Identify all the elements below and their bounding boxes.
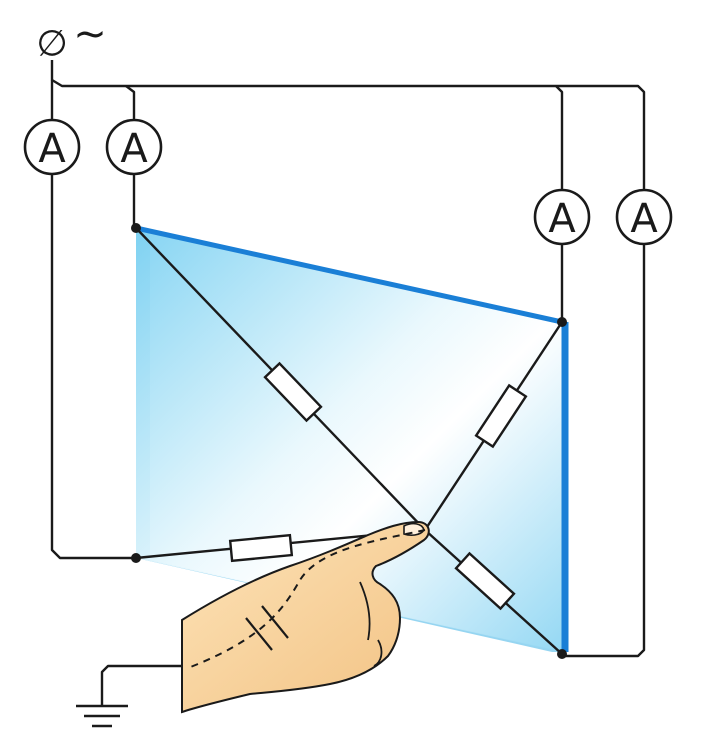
hand-finger-image (181, 520, 430, 714)
svg-text:A: A (120, 126, 148, 172)
body-path-dashed (187, 529, 426, 669)
node-top-right (557, 317, 567, 327)
resistor-bottom-right (454, 551, 516, 611)
outer-left-wire (50, 172, 136, 560)
node-bottom-right (557, 649, 567, 659)
capacitor-symbol (245, 605, 289, 651)
inner-right-supply-wire (555, 85, 564, 192)
panel-top-electrode (135, 225, 563, 325)
node-bottom-left (131, 553, 141, 563)
resistor-bottom-left (228, 533, 294, 563)
ammeter-inner-right: A (533, 188, 591, 246)
ac-symbol: ~ (73, 11, 107, 57)
svg-text:A: A (630, 196, 658, 242)
ammeter-outer-right: A (615, 188, 673, 246)
svg-text:A: A (38, 126, 66, 172)
ground-icon (76, 704, 128, 728)
phase-symbol: ∅ (36, 24, 67, 65)
outer-right-wire (562, 242, 646, 658)
resistor-top-left (263, 361, 323, 423)
svg-text:A: A (548, 196, 576, 242)
node-top-left (131, 223, 141, 233)
ammeter-inner-left: A (105, 118, 163, 176)
ammeter-outer-left: A (23, 118, 81, 176)
resistor-top-right (474, 383, 528, 449)
supply-wire (50, 60, 646, 192)
ground-wire (100, 664, 182, 706)
inner-left-supply-wire (125, 85, 136, 122)
